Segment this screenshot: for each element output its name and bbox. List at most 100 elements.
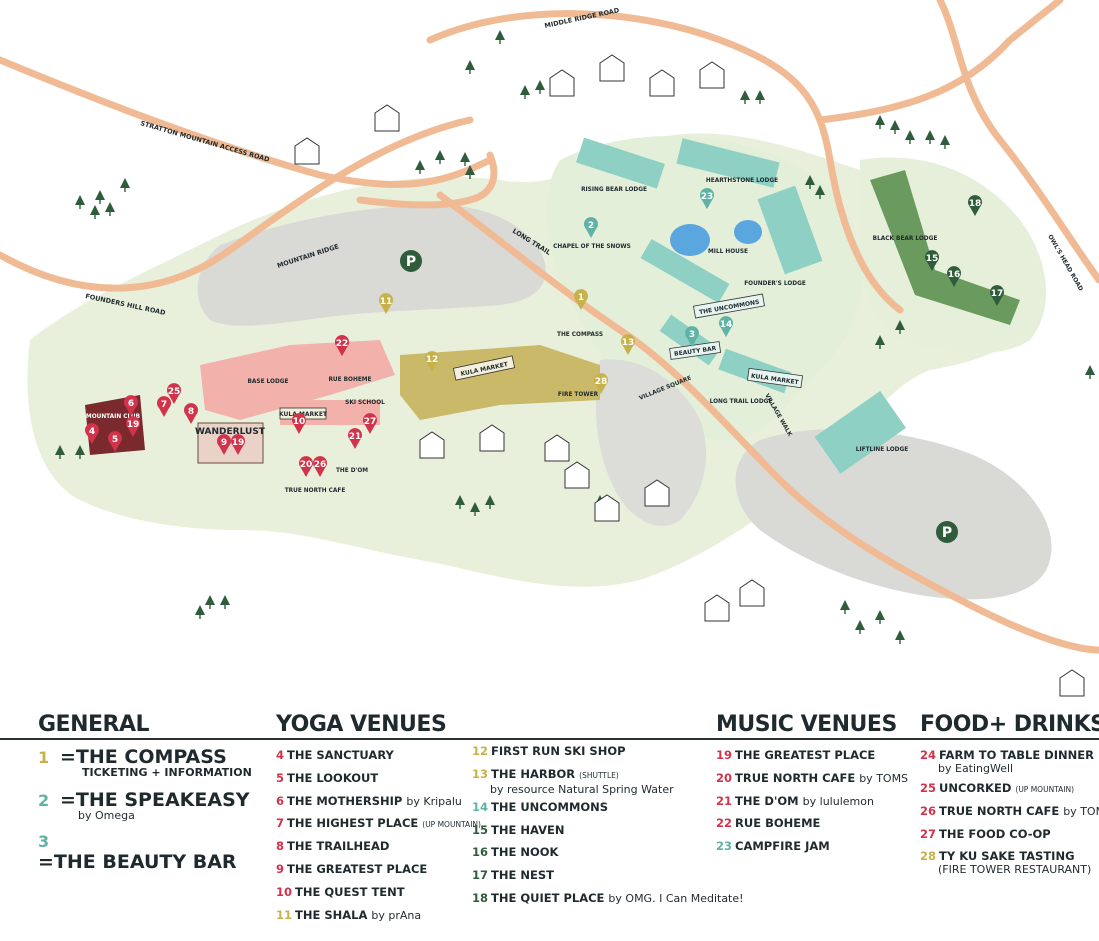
yoga-item-number: 6 — [276, 793, 285, 808]
pin-number: 14 — [720, 320, 733, 330]
label-fire-tower: FIRE TOWER — [558, 392, 599, 398]
yoga-item-name: THE HAVEN — [491, 822, 565, 837]
legend-yoga-heading: YOGA VENUES — [276, 712, 447, 737]
pin-marker — [621, 334, 635, 355]
house — [704, 594, 730, 622]
food-item-number: 28 — [920, 849, 937, 864]
pin-number: 11 — [380, 297, 393, 307]
venue-pin: 12 — [425, 351, 440, 372]
pin-number: 10 — [293, 417, 306, 427]
venue-pin: 23 — [700, 188, 714, 209]
tree — [925, 130, 935, 144]
venue-pin: 26 — [313, 456, 327, 477]
pin-marker — [425, 351, 440, 372]
yoga-item-note: (UP MOUNTAIN) — [422, 820, 481, 830]
pin-marker — [574, 289, 588, 310]
food-item-sub: by EatingWell — [938, 761, 1014, 775]
parking-lot-east — [735, 429, 1052, 600]
pin-number: 26 — [314, 460, 327, 470]
food-item-note: (UP MOUNTAIN) — [1015, 785, 1075, 794]
pin-number: 2 — [588, 221, 594, 231]
road-label-owls-head: OWL'S HEAD ROAD — [1046, 234, 1084, 293]
tree — [105, 202, 115, 216]
food-item-sponsor: by TOMS — [1063, 804, 1099, 818]
label-the-dom: THE D'OM — [336, 468, 368, 474]
tree — [895, 630, 905, 644]
general-item-sub: TICKETING + INFORMATION — [82, 766, 252, 779]
yoga-item-number: 16 — [472, 845, 489, 860]
pin-marker — [990, 285, 1005, 306]
pin-number: 28 — [595, 377, 608, 387]
music-item-number: 21 — [716, 793, 733, 808]
yoga-item-name: THE UNCOMMONS — [491, 799, 609, 814]
house — [739, 579, 765, 607]
parking-letter: P — [406, 254, 416, 270]
legend-divider — [0, 738, 1099, 740]
pin-number: 20 — [300, 460, 313, 470]
pin-marker — [685, 326, 699, 347]
pin-number: 23 — [701, 192, 714, 202]
house — [549, 69, 575, 97]
tree — [485, 495, 495, 509]
pin-number: 9 — [221, 438, 227, 448]
map-canvas: P P MIDDLE RIDGE ROAD STRATTON MOUNTAIN … — [0, 0, 1099, 697]
pin-marker — [594, 373, 608, 394]
yoga-item-number: 10 — [276, 884, 293, 899]
general-item-number: 2 — [38, 791, 50, 810]
tree — [460, 152, 470, 166]
pin-marker — [231, 434, 246, 455]
yoga-item-sponsor: by OMG. I Can Meditate! — [608, 891, 744, 905]
pin-marker — [363, 413, 378, 434]
yoga-item-sponsor: by prAna — [371, 908, 422, 922]
yoga-item-number: 5 — [276, 770, 285, 785]
pin-number: 21 — [349, 432, 362, 442]
pin-marker — [217, 434, 232, 455]
food-item-name: FARM TO TABLE DINNER — [939, 748, 1094, 762]
venue-pins: 1234567891011121314151617181920212223252… — [85, 188, 1005, 477]
pin-number: 4 — [89, 427, 95, 437]
tree — [855, 620, 865, 634]
food-item-sub: (FIRE TOWER RESTAURANT) — [938, 863, 1092, 877]
yoga-item-number: 11 — [276, 907, 293, 922]
parking-letter-2: P — [942, 525, 952, 541]
legend-general-heading: GENERAL — [38, 712, 150, 737]
food-item-number: 25 — [920, 781, 937, 795]
legend-music-heading: MUSIC VENUES — [716, 712, 897, 737]
general-item-sponsor: by Omega — [78, 809, 135, 822]
pin-number: 19 — [127, 420, 140, 430]
yoga-item-name: THE NEST — [491, 868, 554, 883]
venue-pin: 15 — [924, 250, 939, 271]
roads — [0, 0, 1099, 654]
yoga-item-name: FIRST RUN SKI SHOP — [491, 744, 626, 758]
house — [599, 54, 625, 82]
music-item-number: 23 — [716, 839, 733, 854]
yoga-item-number: 13 — [472, 766, 489, 781]
tree — [75, 195, 85, 209]
house — [644, 479, 670, 507]
pin-number: 8 — [188, 407, 194, 417]
pin-number: 6 — [128, 399, 134, 409]
venue-pin: 19 — [125, 416, 140, 437]
tree — [455, 495, 465, 509]
house — [544, 434, 570, 462]
label-black-bear: BLACK BEAR LODGE — [873, 236, 938, 242]
tree — [840, 600, 850, 614]
music-item-sponsor: by TOMS — [859, 771, 909, 785]
pin-marker — [108, 431, 123, 452]
food-item-number: 24 — [920, 748, 937, 762]
label-true-north-cafe: TRUE NORTH CAFE — [285, 488, 346, 494]
